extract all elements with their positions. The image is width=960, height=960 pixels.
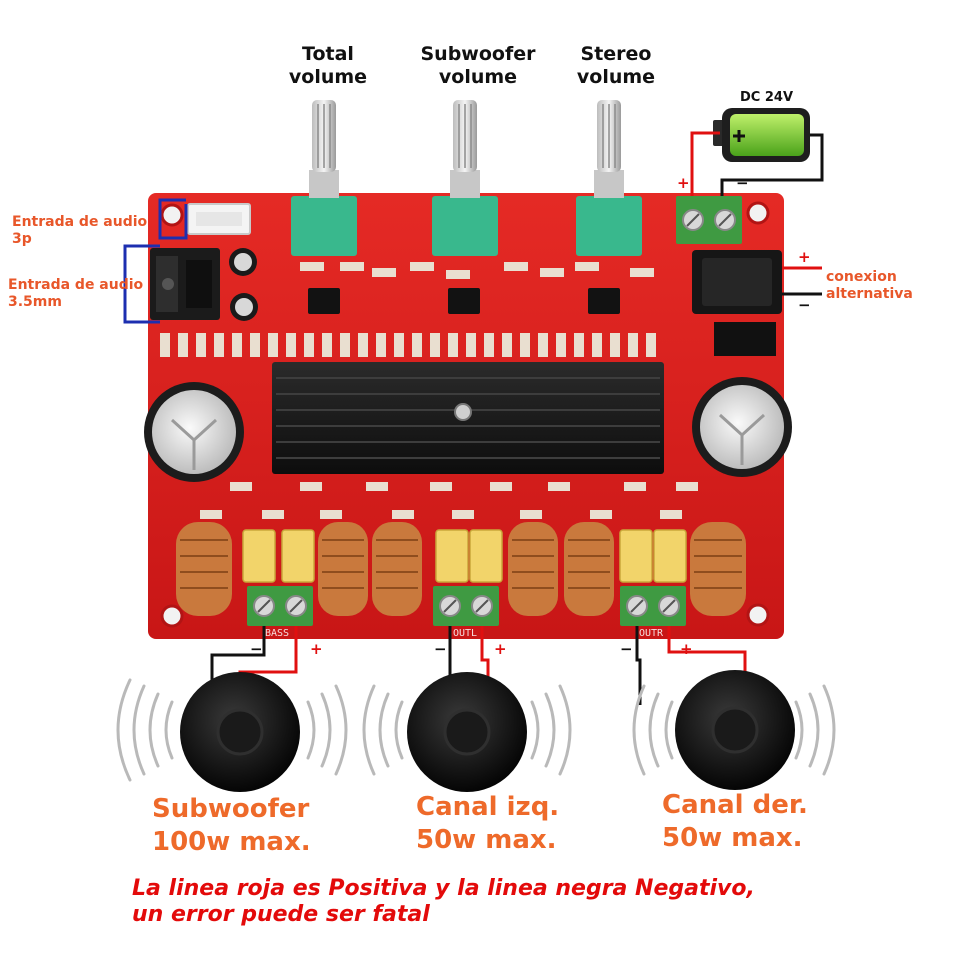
output-terminal-left [433,586,499,626]
large-capacitors [144,377,792,482]
label-dc-24v: DC 24V [740,90,794,105]
audio-jack-35mm [150,248,220,320]
label-stereo-volume: Stereo volume [551,43,681,89]
label-canal-der-line2: 50w max. [662,823,803,853]
battery-minus-sign: − [736,174,749,192]
film-capacitors [242,529,687,583]
left-plus-sign: + [494,640,507,658]
right-plus-sign: + [680,640,693,658]
label-canal-der: Canal der. 50w max. [662,789,808,855]
label-subwoofer-volume-line2: volume [438,66,518,88]
battery-icon [713,108,810,162]
label-subwoofer-output-line1: Subwoofer [152,794,310,824]
label-subwoofer-volume: Subwoofer volume [413,43,543,89]
label-total-volume-line1: Total [302,43,354,65]
label-entrada-3p-line2: 3p [12,231,32,247]
ic-chips [308,288,620,314]
left-minus-sign: − [434,640,447,658]
label-subwoofer-output-line2: 100w max. [152,827,311,857]
label-subwoofer-output: Subwoofer 100w max. [152,793,311,859]
label-canal-izq-line1: Canal izq. [416,792,560,822]
label-stereo-volume-line1: Stereo [580,43,652,65]
alt-connection-wires [782,266,822,296]
label-conexion-line2: alternativa [826,286,913,302]
label-subwoofer-volume-line1: Subwoofer [420,43,536,65]
polarity-warning-line2: un error puede ser fatal [132,902,430,927]
label-canal-izq: Canal izq. 50w max. [416,791,559,857]
silk-outl: OUTL [453,628,477,639]
polarity-warning-line1: La linea roja es Positiva y la linea neg… [132,876,755,901]
potentiometer-total [291,100,357,256]
battery-plus-sign: + [677,174,690,192]
diode [714,322,776,356]
label-entrada-35mm-line2: 3.5mm [8,294,62,310]
battery-wires [690,131,824,196]
potentiometer-stereo [576,100,642,256]
sound-waves [116,678,836,782]
bass-plus-sign: + [310,640,323,658]
label-entrada-35mm-line1: Entrada de audio [8,277,144,293]
power-terminal [676,196,742,244]
small-capacitors [229,248,258,321]
inductors [176,522,746,616]
potentiometer-subwoofer [432,100,498,256]
label-entrada-3p: Entrada de audio 3p [12,214,147,248]
output-terminal-bass [247,586,313,626]
label-conexion-alternativa: conexion alternativa [826,269,913,303]
smd-components [160,262,698,519]
connector-3p [187,203,251,235]
speaker-left [407,672,527,792]
output-terminal-right [620,586,686,626]
silk-bass: BASS [265,628,289,639]
label-entrada-3p-line1: Entrada de audio [12,214,148,230]
polarity-warning: La linea roja es Positiva y la linea neg… [132,876,755,928]
mounting-holes [160,201,770,628]
label-entrada-35mm: Entrada de audio 3.5mm [8,277,143,311]
label-total-volume: Total volume [263,43,393,89]
label-conexion-line1: conexion [826,269,897,285]
dc-barrel-jack [692,250,782,314]
label-stereo-volume-line2: volume [576,66,656,88]
silk-outr: OUTR [639,628,664,639]
input-brackets [123,198,188,324]
alt-plus-sign: + [798,248,811,266]
speaker-right [675,670,795,790]
alt-minus-sign: − [798,296,811,314]
label-canal-der-line1: Canal der. [662,790,808,820]
heatsink [272,362,664,474]
label-total-volume-line2: volume [288,66,368,88]
right-minus-sign: − [620,640,633,658]
speaker-subwoofer [180,672,300,792]
label-canal-izq-line2: 50w max. [416,825,557,855]
bass-minus-sign: − [250,640,263,658]
